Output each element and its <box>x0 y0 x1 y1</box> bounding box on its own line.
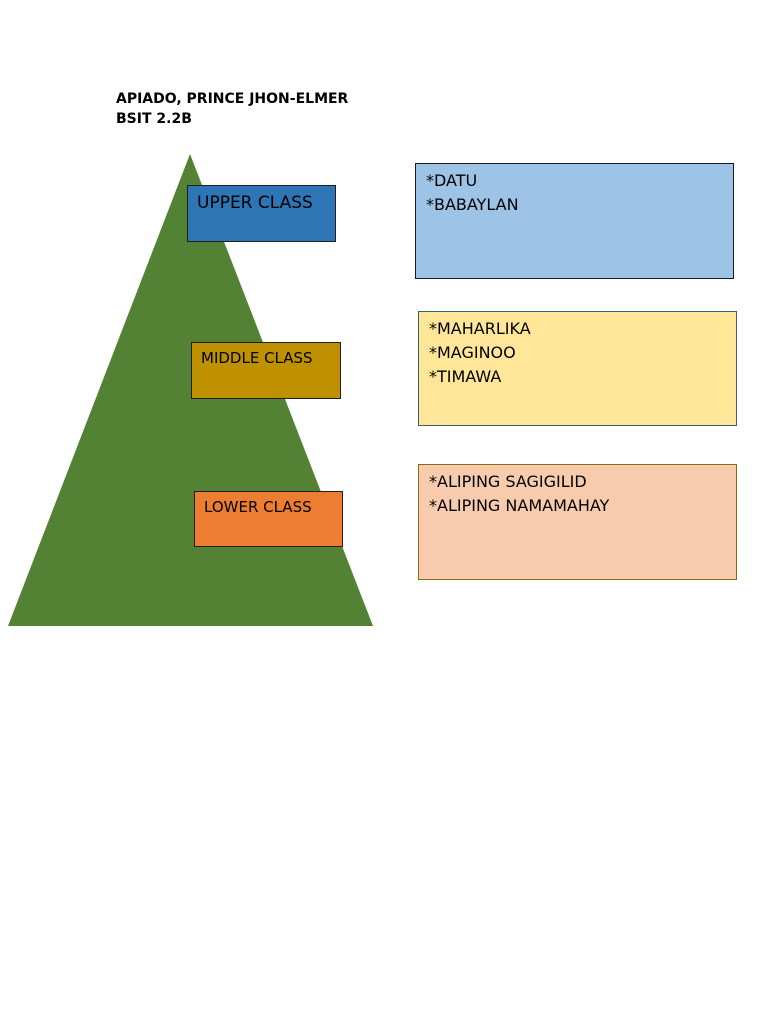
author-name: APIADO, PRINCE JHON-ELMER <box>116 91 349 107</box>
middle-class-label: MIDDLE CLASS <box>191 342 341 399</box>
lower-class-label: LOWER CLASS <box>194 491 343 547</box>
lower-class-label-text: LOWER CLASS <box>204 498 312 516</box>
middle-class-label-text: MIDDLE CLASS <box>201 349 313 367</box>
member-item: *ALIPING NAMAMAHAY <box>429 496 610 515</box>
author-section: BSIT 2.2B <box>116 111 192 127</box>
upper-class-label: UPPER CLASS <box>187 185 336 242</box>
member-item: *MAHARLIKA <box>429 319 531 338</box>
middle-class-members: *MAHARLIKA *MAGINOO *TIMAWA <box>418 311 737 426</box>
member-item: *BABAYLAN <box>426 195 519 214</box>
upper-class-members: *DATU *BABAYLAN <box>415 163 734 279</box>
upper-class-label-text: UPPER CLASS <box>197 193 313 213</box>
member-item: *TIMAWA <box>429 367 502 386</box>
lower-class-members: *ALIPING SAGIGILID *ALIPING NAMAMAHAY <box>418 464 737 580</box>
member-item: *MAGINOO <box>429 343 516 362</box>
member-item: *DATU <box>426 171 478 190</box>
member-item: *ALIPING SAGIGILID <box>429 472 587 491</box>
author-header: APIADO, PRINCE JHON-ELMER BSIT 2.2B <box>116 89 348 129</box>
